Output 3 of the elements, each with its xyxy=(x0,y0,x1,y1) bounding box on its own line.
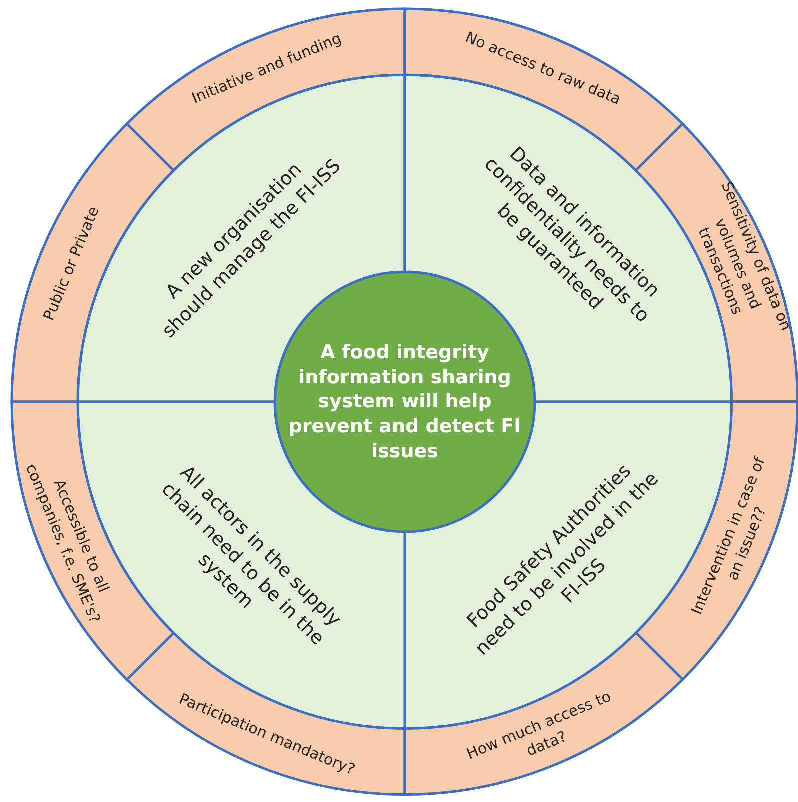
segment-question: No access to raw data xyxy=(462,28,624,111)
central-statement: A food integrity information sharing system will help prevent and detect FI issues xyxy=(288,340,522,464)
segment-question: How much access to data? xyxy=(462,686,615,765)
